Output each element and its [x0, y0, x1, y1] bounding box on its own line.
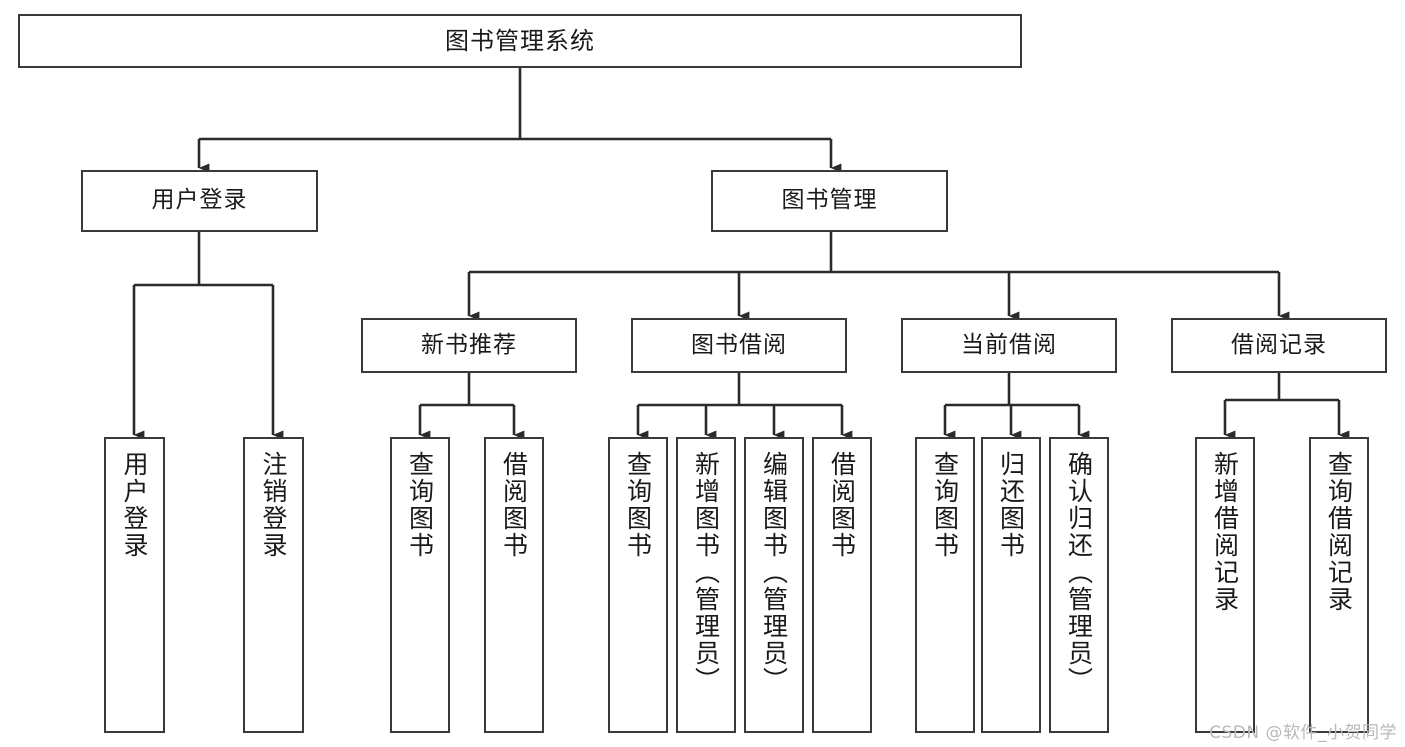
node-label: 借阅图书: [827, 451, 857, 559]
node-label: 注销登录: [259, 451, 288, 559]
node-leaf-borrow-book[interactable]: 借阅图书: [812, 437, 872, 733]
node-leaf-add-borrow-record[interactable]: 新增借阅记录: [1195, 437, 1255, 733]
node-leaf-user-login[interactable]: 用户登录: [104, 437, 165, 733]
node-leaf-borrow-book-recommendation[interactable]: 借阅图书: [484, 437, 544, 733]
node-leaf-confirm-return-admin[interactable]: 确认归还（管理员）: [1049, 437, 1109, 733]
node-label: 归还图书: [996, 451, 1026, 559]
node-label: 查询图书: [930, 451, 960, 559]
node-current-borrow[interactable]: 当前借阅: [901, 318, 1117, 373]
node-leaf-logout[interactable]: 注销登录: [243, 437, 304, 733]
node-label: 新书推荐: [421, 331, 517, 358]
node-leaf-edit-book-admin[interactable]: 编辑图书（管理员）: [744, 437, 804, 733]
node-label: 新增图书（管理员）: [691, 451, 721, 694]
node-label: 图书管理系统: [445, 26, 595, 55]
node-leaf-query-book-recommendation[interactable]: 查询图书: [390, 437, 450, 733]
node-leaf-query-book-current[interactable]: 查询图书: [915, 437, 975, 733]
node-label: 图书借阅: [691, 331, 787, 358]
node-label: 编辑图书（管理员）: [759, 451, 789, 694]
node-label: 当前借阅: [961, 331, 1057, 358]
node-leaf-query-borrow-record[interactable]: 查询借阅记录: [1309, 437, 1369, 733]
node-label: 用户登录: [120, 451, 149, 559]
node-label: 确认归还（管理员）: [1064, 451, 1094, 694]
csdn-watermark: CSDN @软件_小贺同学: [1209, 723, 1397, 743]
node-label: 查询借阅记录: [1324, 451, 1354, 613]
node-label: 新增借阅记录: [1210, 451, 1240, 613]
node-label: 查询图书: [623, 451, 653, 559]
node-label: 借阅图书: [499, 451, 529, 559]
node-book-manage[interactable]: 图书管理: [711, 170, 948, 232]
node-borrow-record[interactable]: 借阅记录: [1171, 318, 1387, 373]
node-user-login[interactable]: 用户登录: [81, 170, 318, 232]
node-label: 借阅记录: [1231, 331, 1327, 358]
node-leaf-query-book-borrow[interactable]: 查询图书: [608, 437, 668, 733]
node-leaf-add-book-admin[interactable]: 新增图书（管理员）: [676, 437, 736, 733]
node-label: 图书管理: [781, 187, 878, 214]
node-leaf-return-book[interactable]: 归还图书: [981, 437, 1041, 733]
node-new-book-recommendation[interactable]: 新书推荐: [361, 318, 577, 373]
node-book-borrow[interactable]: 图书借阅: [631, 318, 847, 373]
node-label: 用户登录: [151, 187, 248, 214]
node-root-book-management-system[interactable]: 图书管理系统: [18, 14, 1022, 68]
node-label: 查询图书: [405, 451, 435, 559]
